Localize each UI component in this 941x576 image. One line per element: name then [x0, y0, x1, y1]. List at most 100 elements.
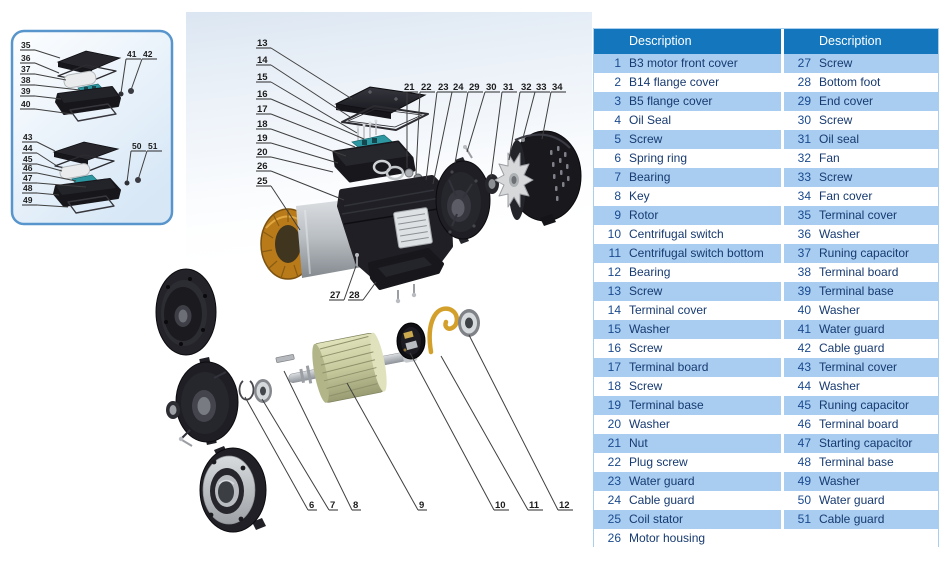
leader-line-19	[270, 142, 339, 164]
part-number: 29	[797, 94, 811, 108]
part-number: 24	[607, 493, 621, 507]
leader-line-16	[270, 98, 365, 140]
part-callout-35: 35	[21, 40, 31, 50]
column-gutter	[781, 29, 784, 54]
part-description: B5 flange cover	[629, 94, 713, 108]
part-callout-40: 40	[21, 99, 31, 109]
part-number: 48	[797, 455, 811, 469]
part-description: Starting capacitor	[819, 436, 913, 450]
part-number: 41	[797, 322, 811, 336]
terminal-base-main-illustration	[332, 140, 416, 183]
leader-line-48	[36, 192, 60, 196]
leader-line-32	[508, 91, 521, 161]
part-number: 15	[607, 322, 621, 336]
part-callout-29: 29	[469, 82, 480, 93]
column-gutter	[781, 149, 784, 168]
leader-line-17	[270, 113, 356, 148]
key-illustration	[275, 354, 295, 363]
leader-line-9	[346, 382, 419, 511]
part-number: 16	[607, 341, 621, 355]
oil-seal-front-illustration	[166, 401, 180, 419]
header-description-1: Description	[629, 34, 692, 48]
part-number: 27	[797, 56, 811, 70]
part-number: 17	[607, 360, 621, 374]
part-callout-37: 37	[21, 64, 31, 74]
nut-illustration	[404, 168, 414, 178]
part-number: 37	[797, 246, 811, 260]
header-number-col-2	[784, 29, 811, 54]
part-callout-39: 39	[21, 86, 31, 96]
part-description: Spring ring	[629, 151, 688, 165]
terminal-screws-illustration	[356, 119, 378, 141]
part-description: Screw	[629, 379, 663, 393]
part-callout-7: 7	[330, 500, 335, 511]
part-description: Terminal board	[819, 417, 899, 431]
part-description: Rotor	[629, 208, 659, 222]
part-number: 35	[797, 208, 811, 222]
part-description: Terminal cover	[819, 208, 898, 222]
column-gutter	[781, 111, 784, 130]
part-callout-21: 21	[404, 82, 415, 93]
part-callout-6: 6	[309, 500, 314, 511]
part-description: Centrifugal switch bottom	[629, 246, 764, 260]
part-number: 47	[797, 436, 811, 450]
cable-guard-illustration	[128, 88, 134, 94]
part-callout-50: 50	[132, 141, 142, 151]
part-description: Terminal board	[629, 360, 709, 374]
part-number: 36	[797, 227, 811, 241]
part-description: Washer	[629, 322, 670, 336]
part-number: 42	[797, 341, 811, 355]
leader-line-43	[36, 141, 56, 152]
part-number: 22	[607, 455, 621, 469]
leader-line-50	[126, 150, 132, 183]
leader-line-18	[270, 128, 347, 157]
part-callout-33: 33	[536, 82, 547, 93]
nameplate	[393, 207, 433, 249]
part-number: 18	[607, 379, 621, 393]
part-description: Screw	[629, 341, 663, 355]
column-gutter	[781, 187, 784, 206]
part-description: Washer	[629, 417, 670, 431]
part-description: Washer	[819, 227, 860, 241]
part-description: Bottom foot	[819, 75, 881, 89]
leader-line-38	[34, 84, 81, 91]
part-description: Screw	[819, 170, 853, 184]
leader-line-8	[283, 370, 353, 511]
part-number: 6	[614, 151, 621, 165]
part-number: 25	[607, 512, 621, 526]
part-number: 3	[614, 94, 621, 108]
part-description: End cover	[819, 94, 874, 108]
terminal-box-assembly-bottom-illustration	[52, 141, 141, 214]
column-gutter	[781, 92, 784, 111]
part-description: Runing capacitor	[819, 246, 910, 260]
part-number: 38	[797, 265, 811, 279]
part-description: Cable guard	[819, 512, 885, 526]
leader-line-22	[415, 91, 421, 175]
part-description: Water guard	[819, 493, 885, 507]
part-description: Bearing	[629, 170, 671, 184]
part-number: 31	[797, 132, 811, 146]
leader-line-13	[270, 47, 353, 100]
part-callout-32: 32	[521, 82, 532, 93]
part-number: 26	[607, 531, 621, 545]
leader-line-26	[270, 170, 345, 201]
header-number-col-1	[594, 29, 621, 54]
part-number: 8	[614, 189, 621, 203]
runing-capacitor-illustration	[63, 70, 97, 89]
leader-line-11	[440, 355, 529, 511]
part-description: Terminal base	[629, 398, 704, 412]
leader-line-24	[432, 91, 453, 185]
part-callout-19: 19	[257, 133, 268, 144]
part-number: 40	[797, 303, 811, 317]
part-description: Screw	[629, 132, 663, 146]
part-callout-34: 34	[552, 82, 563, 93]
